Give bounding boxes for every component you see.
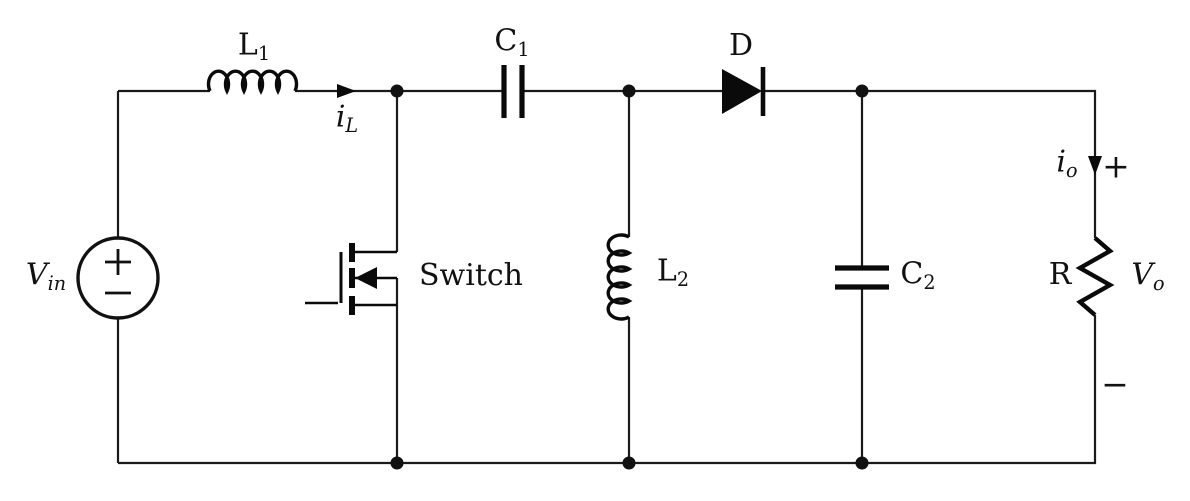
output-plus-text: + [1102,146,1130,186]
switch-label-text: Switch [418,258,524,293]
resistor-zigzag [1075,236,1115,317]
capacitor-c1-plates [501,65,525,118]
inductor1-current-subscript: L [345,114,359,138]
output-minus-sign: − [1101,368,1129,401]
diode-symbol-text: D [728,28,754,63]
inductor-l1-coil [206,69,299,95]
voltage-source-circle [76,236,160,320]
junction-dot [855,456,869,470]
output-minus-text: − [1101,364,1129,404]
capacitor1-subscript: 1 [517,38,530,62]
junction-dot [390,84,404,98]
junction-dot [390,456,404,470]
inductor1-subscript: 1 [257,42,271,66]
mosfet-body-arrow-icon [355,267,377,289]
inductor1-current-label: iL [335,99,359,138]
mosfet-switch-symbol [305,243,397,315]
diode-symbol [722,67,766,116]
inductor1-label: L1 [237,27,271,66]
switch-label: Switch [419,261,523,291]
output-current-label: io [1056,144,1078,183]
il-current-arrow-icon [337,84,356,98]
inductor2-label: L2 [656,253,690,292]
output-voltage-symbol-text: V [1131,257,1154,293]
plus-icon [105,249,131,275]
output-plus-sign: + [1102,150,1130,183]
inductor2-subscript: 2 [676,268,690,292]
io-current-arrow-icon [1088,156,1102,175]
output-voltage-label: Vo [1131,257,1165,296]
junction-dots [390,84,869,470]
diode-label: D [729,31,753,61]
capacitor2-symbol-text: C [900,256,924,292]
inductor1-symbol-text: L [237,27,258,63]
junction-dot [622,456,636,470]
capacitor1-symbol-text: C [494,23,518,59]
diode-triangle [722,69,762,114]
resistor-symbol-text: R [1048,257,1072,292]
inductor1-current-symbol-text: i [335,99,346,135]
resistor-label: R [1049,260,1072,290]
source-voltage-label: Vin [25,257,67,296]
source-voltage-symbol-text: V [25,257,48,293]
junction-dot [622,84,636,98]
output-current-symbol-text: i [1056,144,1067,180]
capacitor2-subscript: 2 [923,271,936,295]
source-voltage-subscript: in [47,272,67,296]
capacitor-c2-plates [835,265,889,290]
capacitor1-label: C1 [494,23,530,62]
inductor2-symbol-text: L [656,253,677,289]
output-voltage-subscript: o [1153,272,1165,296]
voltage-source-symbol [76,236,160,320]
inductor-l2-coil [606,233,633,321]
junction-dot [855,84,869,98]
output-current-subscript: o [1066,159,1078,183]
capacitor2-label: C2 [900,256,936,295]
